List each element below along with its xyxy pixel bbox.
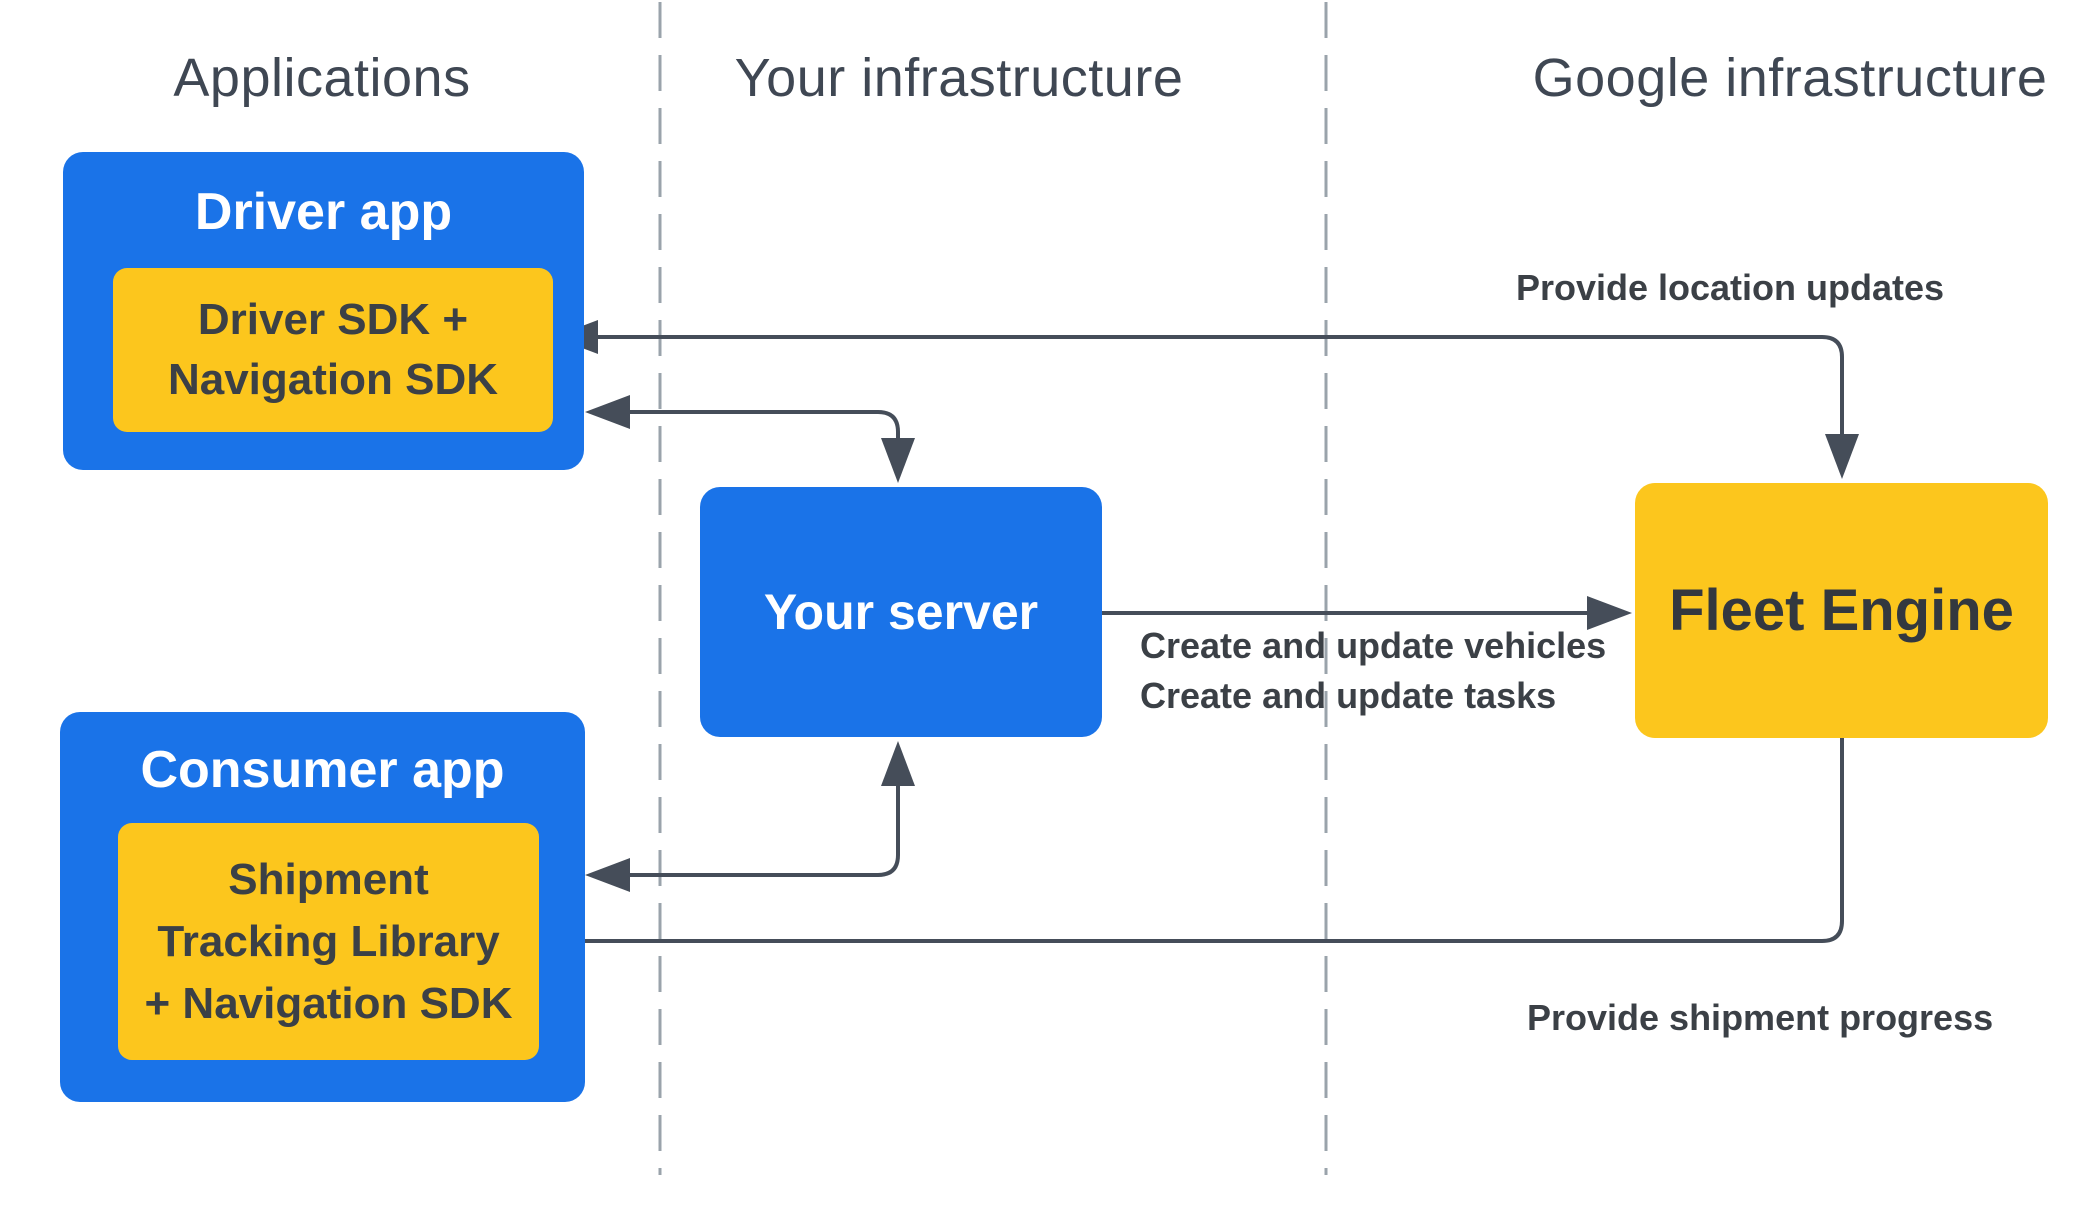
arrow-shipment-progress: [540, 738, 1844, 958]
driver-sdk-line2: Navigation SDK: [167, 355, 499, 404]
label-provide-location-updates: Provide location updates: [1515, 267, 1945, 308]
arrow-driver-server: [585, 395, 915, 483]
column-header-your-infrastructure: Your infrastructure: [734, 48, 1184, 108]
label-create-update-line1: Create and update vehicles: [1140, 625, 1607, 666]
fleet-engine-box: Fleet Engine: [1635, 483, 2048, 738]
your-server-box: Your server: [700, 487, 1102, 737]
arrow-location-updates: [553, 320, 1859, 479]
driver-sdk-box: Driver SDK + Navigation SDK: [113, 268, 553, 432]
column-header-google-infrastructure: Google infrastructure: [1532, 48, 2048, 108]
consumer-app-title: Consumer app: [140, 741, 505, 799]
shipment-tracking-line2: Tracking Library: [157, 916, 500, 966]
shipment-tracking-box: Shipment Tracking Library + Navigation S…: [118, 823, 539, 1060]
column-header-applications: Applications: [173, 48, 471, 108]
label-create-update: Create and update vehicles Create and up…: [1140, 621, 1680, 721]
shipment-tracking-line1: Shipment: [228, 854, 429, 904]
driver-app-title: Driver app: [194, 183, 453, 241]
label-create-update-line2: Create and update tasks: [1140, 675, 1557, 716]
driver-sdk-line1: Driver SDK +: [197, 295, 469, 344]
label-provide-shipment-progress: Provide shipment progress: [1527, 997, 1994, 1038]
arrow-consumer-server: [585, 741, 915, 892]
arrow-create-update: [1102, 596, 1632, 630]
shipment-tracking-line3: + Navigation SDK: [144, 978, 513, 1028]
